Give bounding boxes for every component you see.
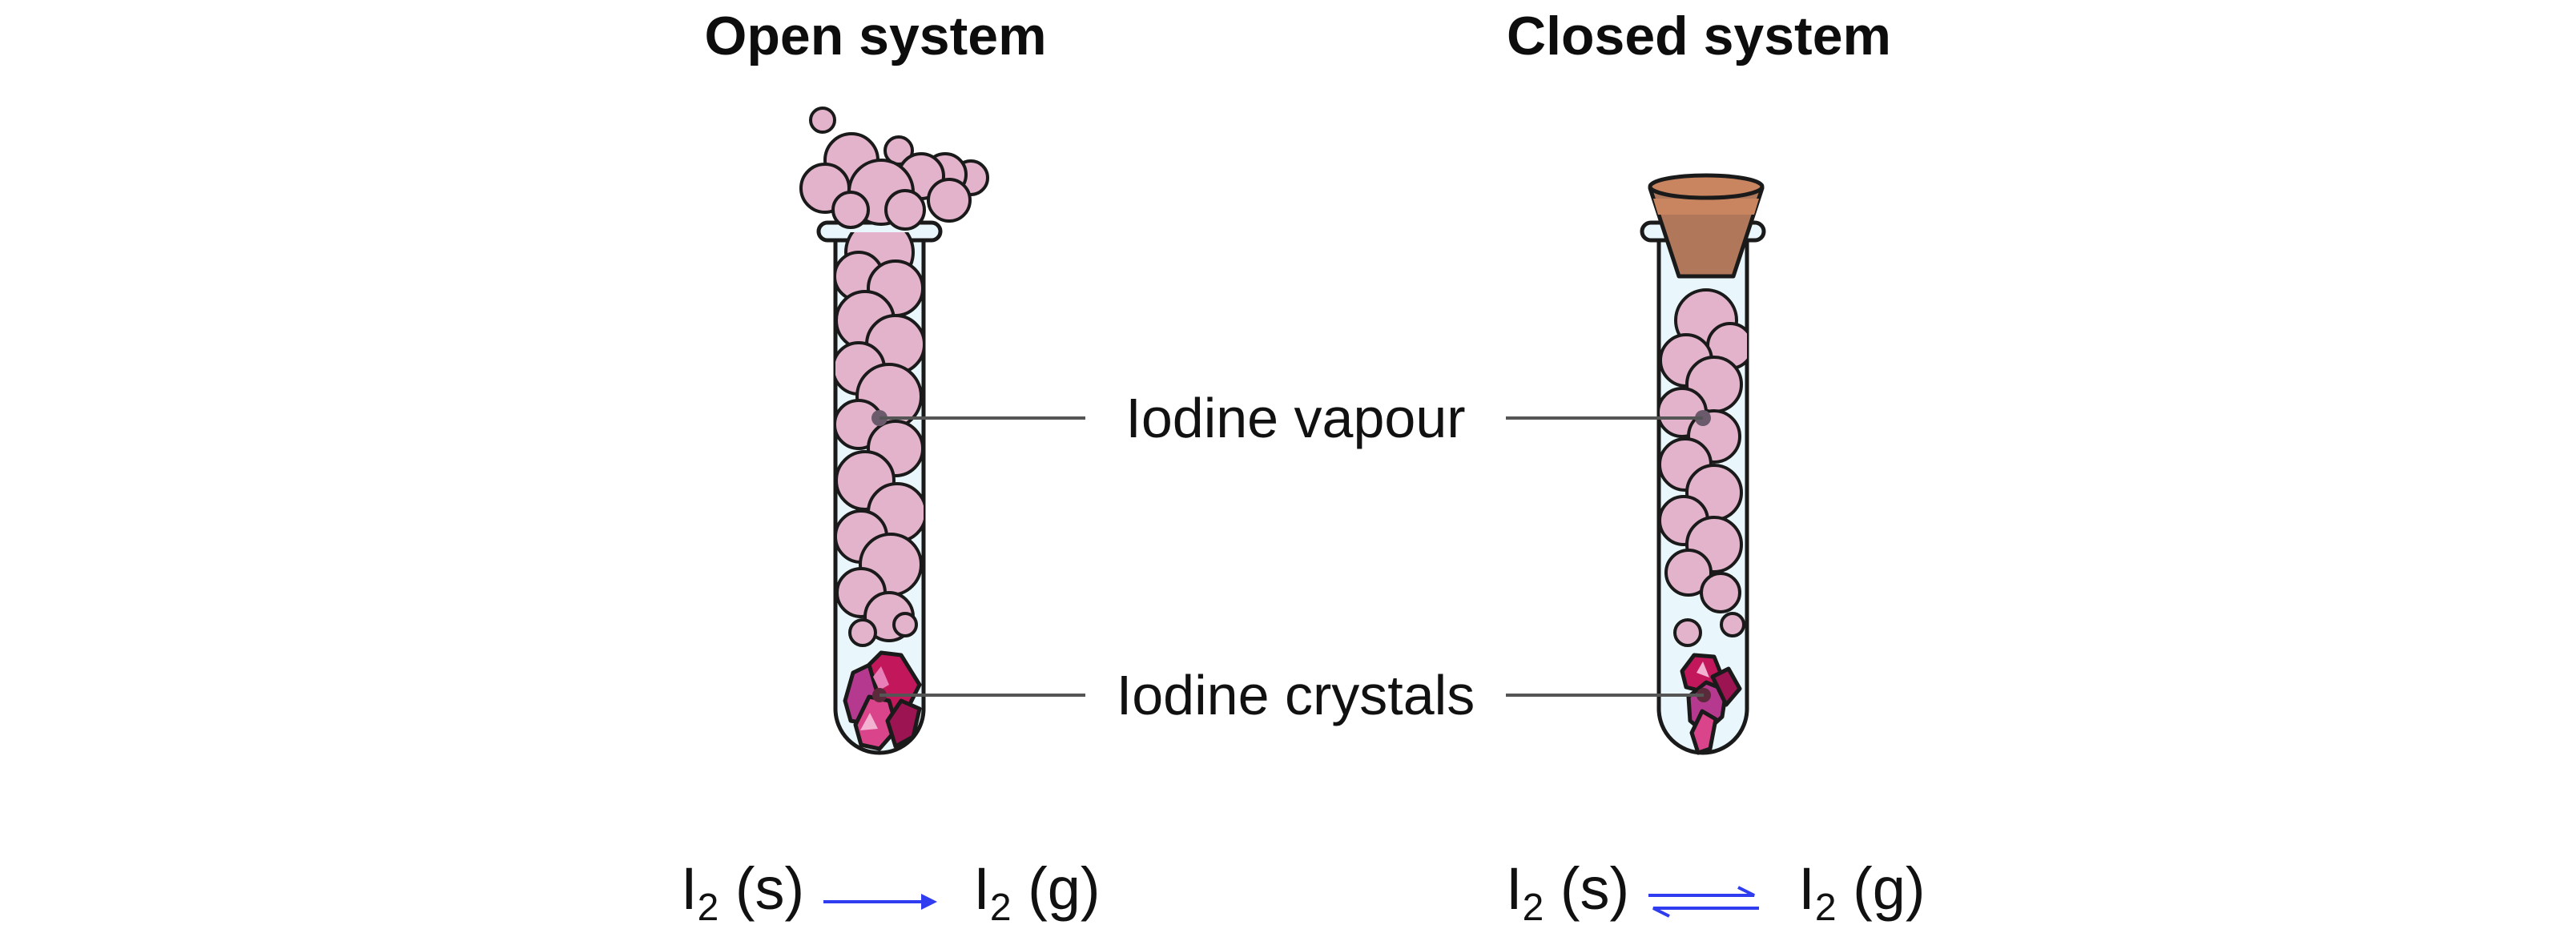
closed-test-tube xyxy=(1640,173,1766,755)
leader-lines xyxy=(879,416,1704,697)
closed-equilibrium-arrow xyxy=(1648,886,1759,918)
closed-eq-left-base: I xyxy=(1506,855,1523,922)
closed-equation: I2 (s) I2 (g) xyxy=(1506,859,1926,937)
open-eq-left-sub: 2 xyxy=(697,887,719,929)
iodine-crystals-label: Iodine crystals xyxy=(1085,659,1506,731)
closed-cork-stopper xyxy=(1648,173,1765,279)
open-test-tube xyxy=(799,107,989,755)
closed-eq-left-state: (s) xyxy=(1560,855,1630,922)
open-eq-right-base: I xyxy=(973,855,990,922)
open-vapour-cloud xyxy=(799,107,989,231)
closed-eq-right-sub: 2 xyxy=(1814,887,1837,929)
open-eq-right-state: (g) xyxy=(1028,855,1101,922)
open-equation: I2 (s) I2 (g) xyxy=(681,859,1101,937)
open-eq-left-state: (s) xyxy=(735,855,805,922)
open-vapour-column xyxy=(835,232,924,642)
open-forward-arrow xyxy=(823,894,937,910)
closed-vapour-column xyxy=(1659,288,1747,613)
iodine-vapour-label: Iodine vapour xyxy=(1085,382,1506,454)
open-escaping-bubbles xyxy=(848,612,918,647)
closed-small-bubbles xyxy=(1673,612,1745,647)
open-eq-left-base: I xyxy=(681,855,698,922)
open-system-title: Open system xyxy=(704,6,1047,66)
closed-eq-left-sub: 2 xyxy=(1522,887,1544,929)
open-eq-right-sub: 2 xyxy=(989,887,1012,929)
closed-arrow-slot xyxy=(1646,877,1782,909)
open-arrow-slot xyxy=(821,877,957,909)
closed-eq-right-state: (g) xyxy=(1853,855,1926,922)
closed-eq-right-base: I xyxy=(1798,855,1815,922)
closed-system-title: Closed system xyxy=(1507,6,1891,66)
